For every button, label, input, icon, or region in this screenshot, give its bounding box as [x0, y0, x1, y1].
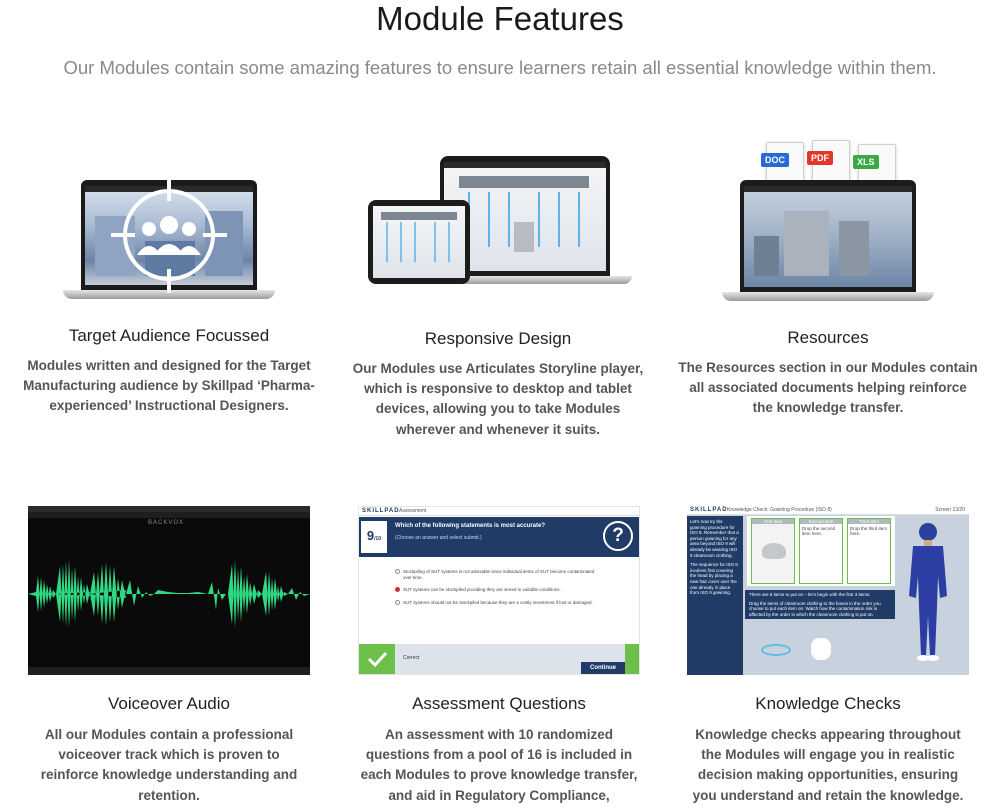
feature-description: Modules written and designed for the Tar… — [23, 358, 315, 414]
feature-title: Responsive Design — [424, 329, 572, 348]
feature-card-knowledge-checks: SKILLPAD Knowledge Check: Gowning Proced… — [687, 506, 969, 806]
feature-description: The Resources section in our Modules con… — [678, 360, 978, 416]
feature-card-resources: DOC PDF XLS Resources The Resources sect… — [678, 140, 978, 419]
feature-card-assessment-questions: SKILLPAD Assessment 9/10 Which of the fo… — [358, 506, 640, 806]
help-button[interactable]: ? — [603, 521, 633, 551]
feature-description: An assessment with 10 randomized questio… — [360, 727, 638, 803]
feature-title: Target Audience Focussed — [68, 326, 270, 345]
feature-card-target-audience: Target Audience Focussed Modules written… — [19, 170, 319, 417]
answer-option[interactable]: SUT systems should not be stockpiled bec… — [395, 600, 595, 606]
feature-title: Knowledge Checks — [755, 694, 901, 713]
drop-slot-first[interactable]: First item — [751, 518, 795, 584]
feature-description: Our Modules use Articulates Storyline pl… — [352, 361, 644, 437]
answer-option[interactable]: Stockpiling of SUT systems is not advisa… — [395, 569, 595, 581]
page-subtitle: Our Modules contain some amazing feature… — [63, 57, 937, 78]
devices-illustration — [348, 150, 648, 310]
laptop-illustration — [19, 170, 319, 308]
correct-check-icon — [359, 644, 395, 674]
feature-description: Knowledge checks appearing throughout th… — [692, 727, 964, 803]
feature-card-voiceover-audio: BACKVOX — [28, 506, 310, 806]
feedback-bar: Correct Continue — [359, 644, 639, 674]
waveform — [28, 560, 310, 628]
instruction-text: There are 6 items to put on – let’s begi… — [745, 590, 895, 620]
feature-description: All our Modules contain a professional v… — [40, 727, 298, 803]
drop-slot-third[interactable]: Third item Drop the third item here. — [847, 518, 891, 584]
resources-illustration: DOC PDF XLS — [678, 140, 978, 308]
page-title: Module Features — [376, 0, 624, 37]
audience-target-icon — [111, 177, 227, 293]
question-counter: 9/10 — [361, 521, 387, 553]
answer-option-selected[interactable]: SUT systems can be stockpiled providing … — [395, 587, 595, 593]
track-label: BACKVOX — [148, 520, 185, 526]
assessment-screenshot: SKILLPAD Assessment 9/10 Which of the fo… — [358, 506, 640, 675]
question-header: 9/10 Which of the following statements i… — [359, 517, 639, 557]
tablet-device — [368, 200, 470, 284]
feature-title: Resources — [787, 328, 869, 347]
instruction-panel: Let’s now try the gowning procedure for … — [687, 516, 743, 675]
drop-slot-second[interactable]: Second item Drop the second item here. — [799, 518, 843, 584]
draggable-item[interactable] — [761, 644, 791, 656]
pdf-file-icon: PDF — [807, 140, 850, 186]
knowledge-check-screenshot: SKILLPAD Knowledge Check: Gowning Proced… — [687, 506, 969, 675]
avatar — [909, 523, 947, 661]
draggable-item[interactable] — [811, 638, 831, 660]
feature-card-responsive-design: Responsive Design Our Modules use Articu… — [348, 150, 648, 440]
feature-title: Voiceover Audio — [108, 694, 230, 713]
continue-button[interactable]: Continue — [581, 662, 625, 674]
audio-editor-screenshot: BACKVOX — [28, 506, 310, 675]
brand-logo: SKILLPAD — [362, 508, 400, 514]
feature-title: Assessment Questions — [412, 694, 586, 713]
